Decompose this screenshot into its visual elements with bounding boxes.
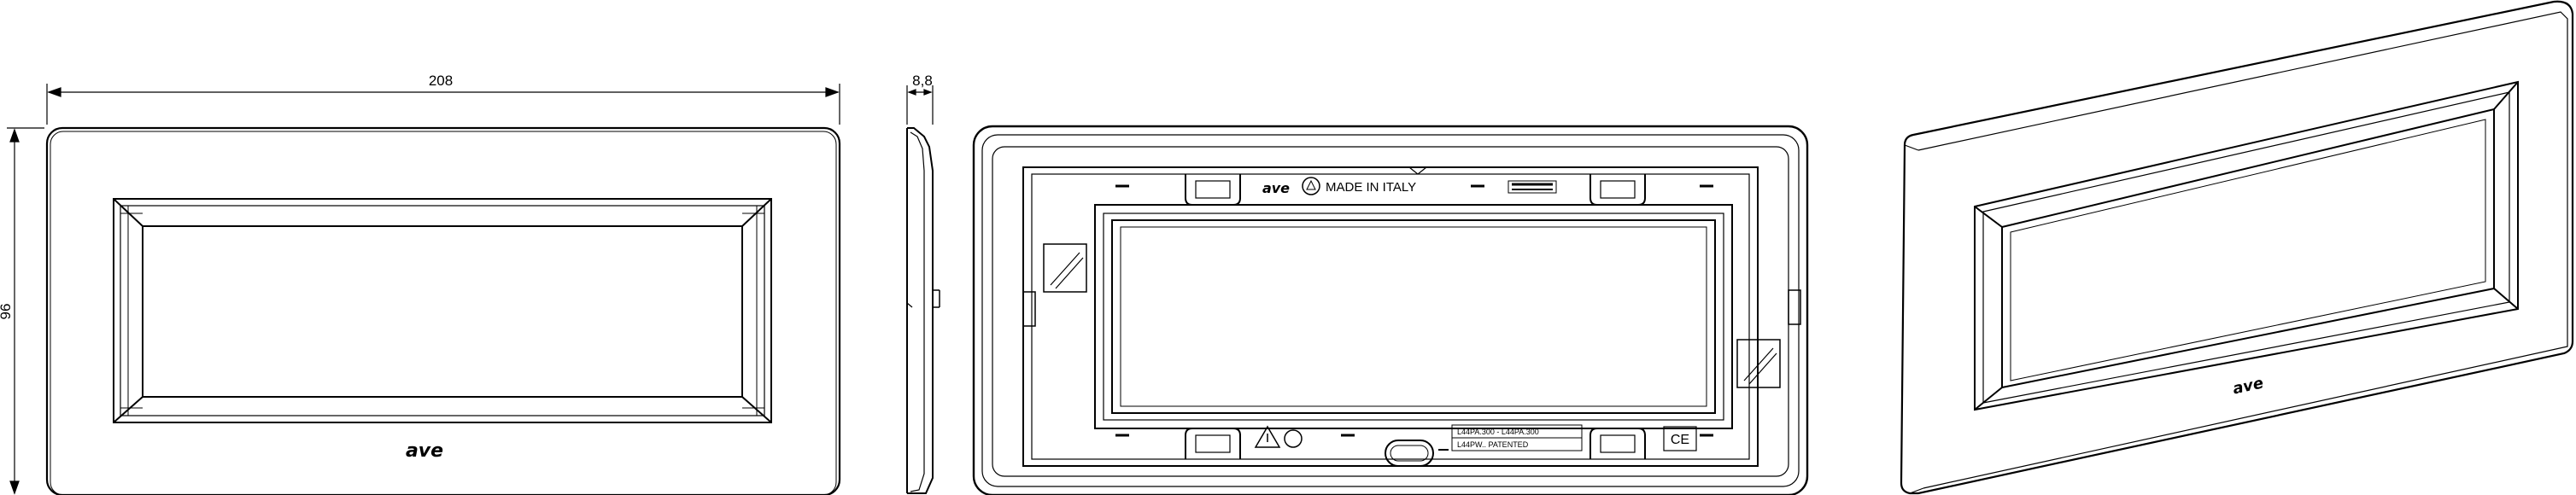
rear-bottom-slot	[1385, 440, 1434, 467]
depth-dimension-label: 8,8	[912, 73, 933, 89]
rear-support-frame	[1022, 166, 1759, 467]
rear-code-top: L44PA.300 - L44PA.300	[1457, 428, 1539, 436]
height-dimension	[7, 127, 44, 495]
rear-plate-outer	[972, 125, 1809, 495]
height-dimension-label: 96	[0, 304, 14, 320]
rear-ce-box	[1663, 426, 1697, 451]
rear-support-frame-inner	[1031, 173, 1750, 460]
perspective-window-inner	[2001, 108, 2495, 389]
rear-recycle-icon	[1302, 177, 1320, 195]
rear-markings	[1115, 184, 1713, 451]
rear-plate-rim	[981, 134, 1800, 487]
rear-side-latch-left	[1043, 243, 1087, 293]
rear-top-clip-left	[1185, 174, 1241, 206]
rear-window-outer	[1094, 204, 1733, 429]
perspective-plate-edge	[1917, 11, 2568, 489]
rear-side-tab-right	[1788, 289, 1801, 325]
front-window-mid	[120, 205, 765, 416]
side-profile-outer	[907, 127, 934, 494]
front-window-inner	[142, 225, 743, 398]
front-plate-inner-edge	[50, 131, 837, 495]
rear-recycle-icon-bottom	[1284, 429, 1303, 448]
front-plate-outline	[45, 126, 841, 495]
side-view	[906, 127, 940, 494]
rear-top-clip-right	[1590, 174, 1646, 206]
rear-ce-mark: CE	[1671, 433, 1689, 447]
rear-warning-icon	[1254, 425, 1281, 448]
perspective-window-mid	[1982, 91, 2510, 404]
rear-bottom-clip-left	[1185, 428, 1241, 459]
width-dimension-label: 208	[429, 73, 453, 89]
front-brand-logo: ave	[406, 440, 443, 462]
rear-window-mid	[1103, 213, 1724, 421]
rear-code-bottom: L44PW.. PATENTED	[1457, 440, 1529, 449]
perspective-view	[1900, 0, 2574, 495]
side-profile-inner	[910, 131, 925, 492]
depth-dimension	[906, 85, 934, 125]
rear-made-in-label: MADE IN ITALY	[1326, 180, 1416, 195]
rear-window-inner	[1111, 219, 1716, 414]
front-window-outer	[113, 198, 772, 423]
perspective-plate-outline	[1900, 0, 2574, 495]
rear-view	[972, 125, 1809, 495]
rear-side-tab-left	[1022, 291, 1036, 327]
rear-side-latch-right	[1736, 339, 1781, 388]
perspective-brand-logo: ave	[2231, 374, 2265, 398]
width-dimension	[46, 84, 840, 125]
rear-brand-logo: ave	[1262, 180, 1290, 196]
rear-code-box-top	[1508, 180, 1557, 194]
front-view	[45, 126, 841, 495]
rear-bottom-clip-right	[1590, 428, 1646, 459]
